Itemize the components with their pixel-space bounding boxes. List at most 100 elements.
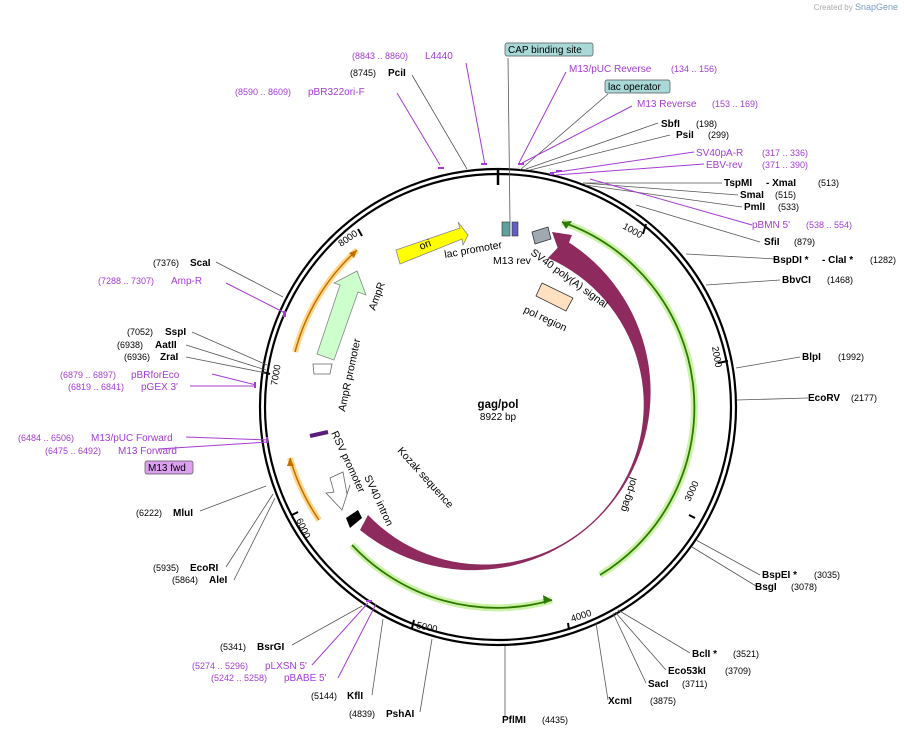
gag-pol-feature[interactable] [360,240,651,571]
svg-text:(317 .. 336): (317 .. 336) [762,148,808,158]
primer-m13-forward: M13 Forward [118,446,177,457]
svg-text:(198): (198) [696,119,717,129]
primer-pgex-3: pGEX 3' [141,382,178,393]
enzyme-bspei: BspEI * [762,570,797,581]
backbone-outer [258,167,738,647]
plasmid-name: gag/pol [478,399,519,411]
enzyme-pshai-label: PshAI [386,709,415,720]
gag-pol-label: gag-pol [617,476,639,513]
svg-text:(6938): (6938) [117,340,143,350]
svg-text:(5341): (5341) [220,642,246,652]
sv40-polya-feature[interactable] [531,226,552,245]
svg-text:(8590 .. 8609): (8590 .. 8609) [235,87,291,97]
cap-binding-site-label: CAP binding site [508,45,582,56]
primer-ebv-rev: EBV-rev [706,160,743,171]
svg-text:(6819 .. 6841): (6819 .. 6841) [68,382,124,392]
tick-label: 2000 [709,346,724,369]
svg-text:(371 .. 390): (371 .. 390) [762,160,808,170]
enzyme-blpi: BlpI [802,352,821,363]
svg-text:(8745): (8745) [350,68,376,78]
svg-text:- XmaI: - XmaI [766,178,796,189]
svg-text:(515): (515) [775,190,796,200]
primer-pbmn-5: pBMN 5' [752,220,790,231]
svg-text:(3875): (3875) [650,696,676,706]
enzyme-sfii: SfiI [764,237,780,248]
gag-pol-arrowhead [552,232,572,260]
svg-text:(1468): (1468) [827,275,853,285]
svg-text:(6222): (6222) [136,508,162,518]
svg-text:(8843 .. 8860): (8843 .. 8860) [352,51,408,61]
m13-rev-feature[interactable] [511,221,519,237]
sv40-intron-feature[interactable] [346,510,362,528]
primer-ticks [254,163,562,602]
primer-l4440: L4440 [425,51,453,62]
tick-label: 3000 [683,479,702,503]
pol-region-feature[interactable] [535,282,574,312]
svg-text:(533): (533) [778,202,799,212]
orf-arc-gagpol-line [561,221,696,576]
orf-arc-rsv [287,457,322,522]
svg-text:(4435): (4435) [542,715,568,725]
enzyme-zrai: ZraI [160,352,179,363]
svg-text:(3521): (3521) [733,649,759,659]
plasmid-length: 8922 bp [480,412,517,423]
svg-text:(3711): (3711) [682,679,707,689]
enzyme-xcmi: XcmI [608,696,632,707]
tick-label: 7000 [269,364,284,387]
svg-text:(513): (513) [818,178,839,188]
enzyme-sspi: SspI [165,327,186,338]
orf-arc-bottom [349,542,553,612]
ori-feature[interactable] [395,221,469,265]
primer-m13-puc-reverse: M13/pUC Reverse [569,64,652,75]
svg-text:(6475 .. 6492): (6475 .. 6492) [45,446,101,456]
enzyme-bcli: BclI * [692,649,717,660]
orf-arc-bottom-line [351,544,553,609]
enzyme-pcii: PciI [388,68,406,79]
enzyme-pflmi: PflMI [502,715,526,726]
enzyme-aatii: AatII [155,340,177,351]
ampr-feature[interactable] [316,270,367,361]
ampr-promoter-label: AmpR promoter [336,337,363,412]
svg-text:(3035): (3035) [814,570,840,580]
m13-fwd-label: M13 fwd [148,463,186,474]
primer-leaders [157,62,753,679]
m13-rev-label: M13 rev [493,255,532,267]
tick-label: 8000 [336,228,360,249]
svg-text:- ClaI *: - ClaI * [822,255,853,266]
enzyme-leaders [185,74,809,718]
svg-text:(1992): (1992) [838,352,864,362]
orf-arrowhead [287,458,294,466]
enzyme-bbvci: BbvCI [782,275,811,286]
lac-operator-box [604,79,671,94]
kozak-label: Kozak sequence [395,445,456,511]
enzyme-alei: AleI [209,575,228,586]
svg-text:(7052): (7052) [127,327,153,337]
tick-marks [261,223,729,631]
enzyme-smai: SmaI [740,190,764,201]
snapgene-credit: Created by SnapGene [813,2,898,12]
primer-pbr322ori-f: pBR322ori-F [308,87,365,98]
enzyme-ecori: EcoRI [190,563,219,574]
primer-m13-reverse: M13 Reverse [637,99,697,110]
primer-plxsn-5: pLXSN 5' [265,661,307,672]
svg-text:(6484 .. 6506): (6484 .. 6506) [18,433,74,443]
enzyme-kfli: KflI [347,691,363,702]
orf-arrowhead [349,250,357,258]
orf-arrowhead [562,221,572,229]
enzyme-labels: SbfI (198) PsiI (299) TspMI - XmaI (513)… [117,68,896,726]
lac-promoter-feature[interactable] [501,221,511,237]
svg-text:(5242 .. 5258): (5242 .. 5258) [211,673,267,683]
enzyme-eco53ki: Eco53kI [668,666,706,677]
svg-text:(879): (879) [794,237,815,247]
m13-fwd-box [144,460,194,475]
ampr-label: AmpR [367,280,388,312]
svg-text:(5274 .. 5296): (5274 .. 5296) [192,661,248,671]
enzyme-ecorv: EcoRV [808,393,840,404]
enzyme-mlui: MluI [173,508,193,519]
ampr-promoter-arrow [312,363,333,375]
primer-amp-r: Amp-R [171,276,202,287]
svg-text:(3078): (3078) [791,582,817,592]
enzyme-tspmi: TspMI [724,178,752,189]
primer-mark [309,430,329,438]
enzyme-bsgi: BsgI [755,582,777,593]
